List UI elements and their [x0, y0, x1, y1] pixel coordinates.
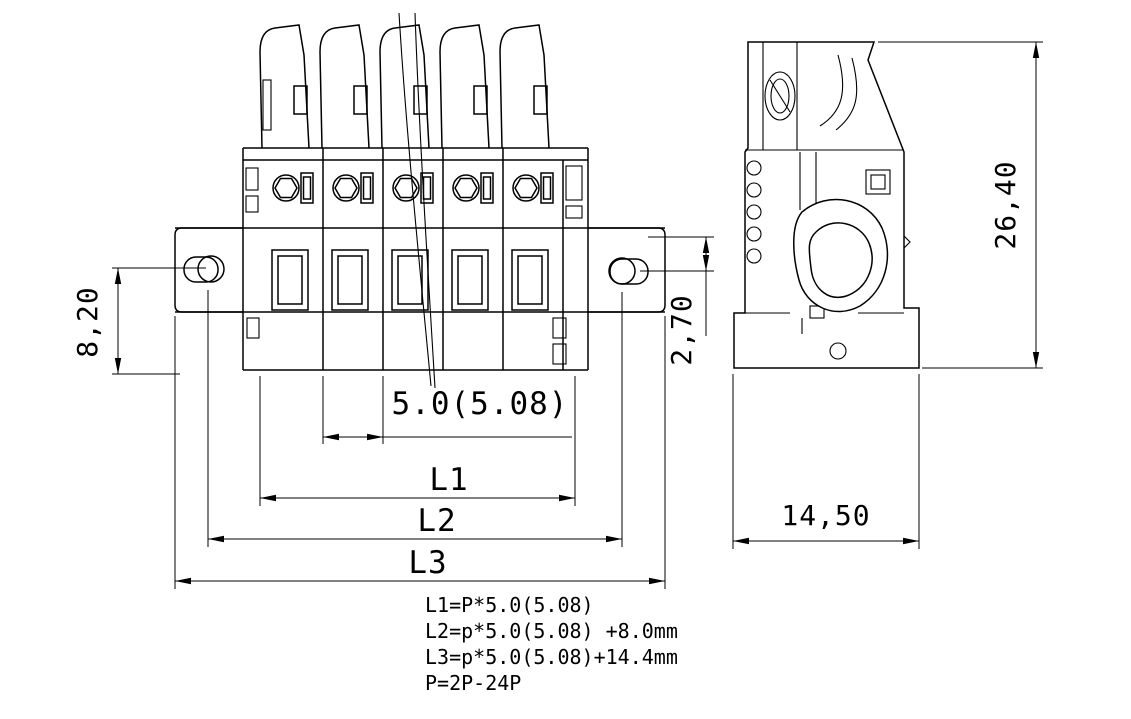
lever: [499, 24, 550, 149]
dim-label-flange-height: 8,20: [71, 286, 104, 357]
dim-label-total-height: 26,40: [989, 160, 1022, 249]
dim-label-l2: L2: [417, 503, 456, 539]
note-line-2: L2=p*5.0(5.08) +8.0mm: [425, 619, 678, 643]
note-line-3: L3=p*5.0(5.08)+14.4mm: [425, 645, 678, 669]
dim-flange-height: 8,20: [71, 267, 206, 375]
side-view: [733, 41, 920, 369]
front-view: [174, 12, 666, 389]
dim-depth: 14,50: [732, 374, 920, 549]
dim-label-l3: L3: [408, 545, 447, 581]
note-line-4: P=2P-24P: [425, 671, 521, 695]
lever: [439, 24, 490, 149]
housing-details: [245, 79, 583, 365]
leader-curve: [398, 12, 436, 389]
wire-cavity: [451, 249, 489, 311]
wire-cavity: [331, 249, 369, 311]
side-details: [745, 42, 911, 360]
mounting-flange-left: [174, 227, 243, 313]
wire-cavity: [511, 249, 549, 311]
dim-label-l1: L1: [429, 462, 468, 498]
screw-terminal: [452, 172, 494, 204]
lever: [319, 24, 370, 149]
spring-clamp: [793, 198, 889, 313]
dim-l3: L3: [174, 316, 666, 589]
dim-label-pitch: 5.0(5.08): [392, 386, 569, 422]
wire-cavity: [271, 249, 309, 311]
screw-terminal: [512, 172, 554, 204]
dim-offset: 2,70: [640, 236, 714, 366]
dim-l2: L2: [207, 290, 623, 547]
dim-label-offset: 2,70: [665, 294, 698, 365]
notes-block: L1=P*5.0(5.08) L2=p*5.0(5.08) +8.0mm L3=…: [425, 593, 678, 695]
housing-body: [175, 147, 665, 371]
dim-total-height: 26,40: [878, 41, 1043, 369]
screw-terminal: [272, 172, 314, 204]
dim-l1: L1: [259, 376, 576, 506]
note-line-1: L1=P*5.0(5.08): [425, 593, 594, 617]
dim-pitch: 5.0(5.08): [322, 376, 572, 444]
screw-terminal: [332, 172, 374, 204]
wire-cavity-row: [271, 249, 549, 311]
dim-label-depth: 14,50: [781, 499, 870, 532]
dimensions: 8,20 5.0(5.08) L1 L2 L3: [71, 41, 1043, 589]
side-outline: [733, 41, 920, 369]
mounting-flange-right: [588, 227, 666, 313]
